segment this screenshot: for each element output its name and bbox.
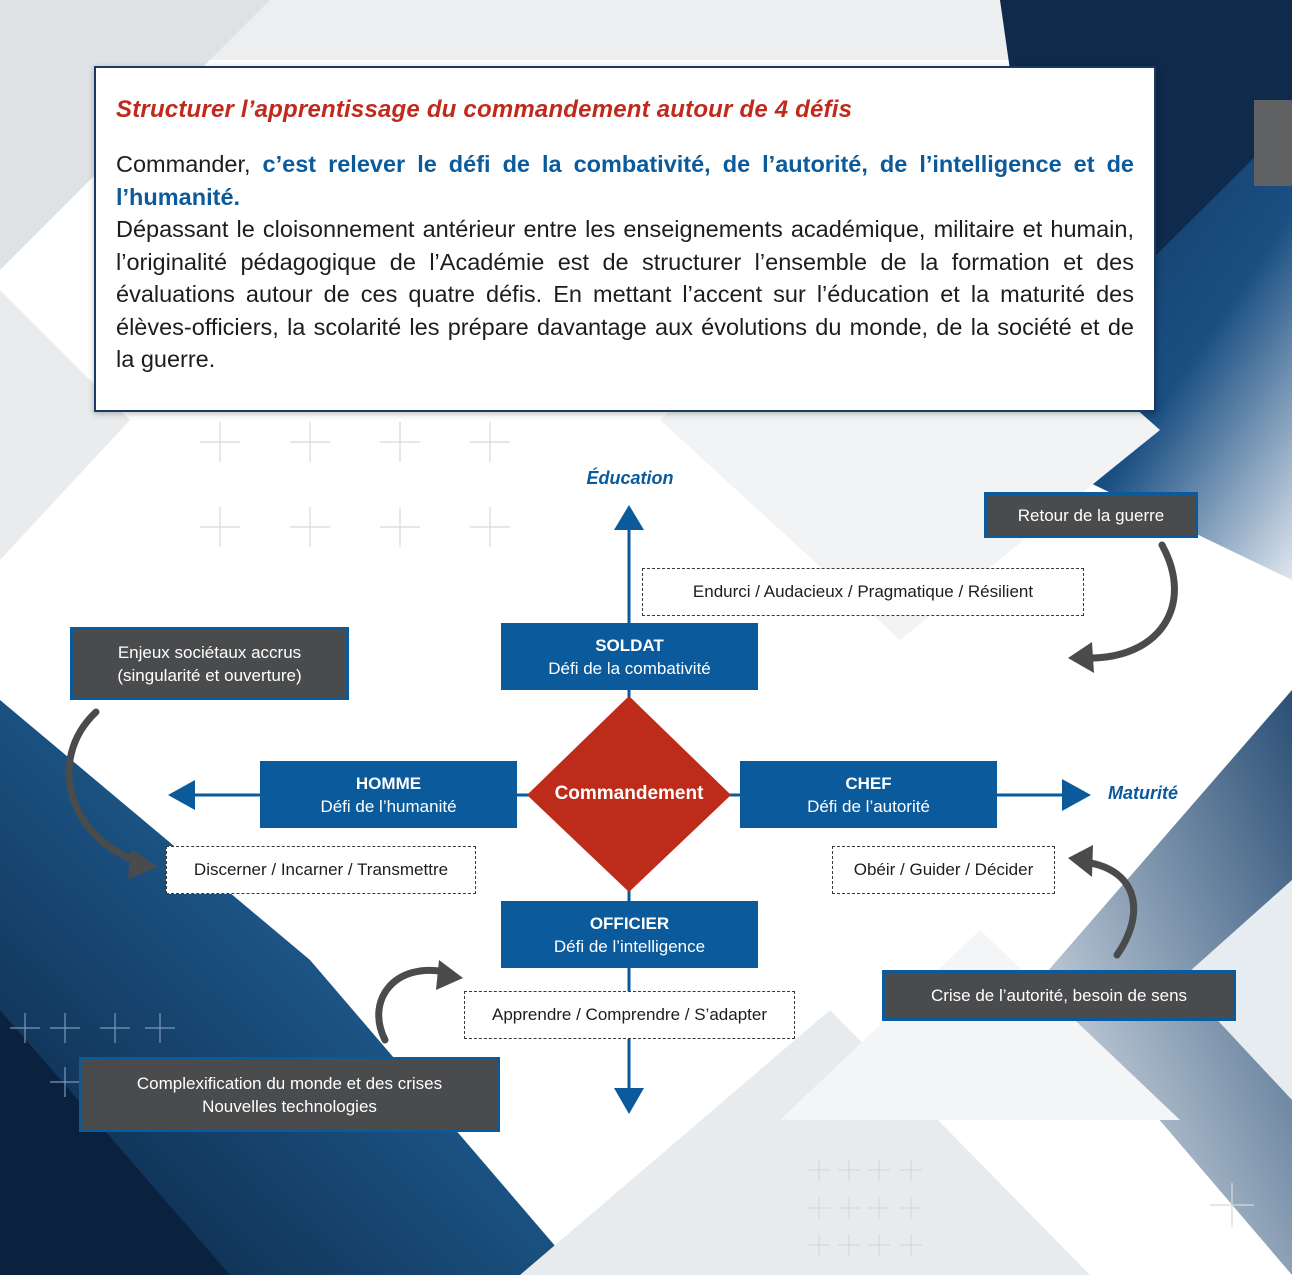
challenge-soldat: SOLDAT Défi de la combativité: [501, 623, 758, 690]
commandement-diamond: [527, 696, 731, 892]
qualities-officier: Apprendre / Comprendre / S’adapter: [464, 991, 795, 1039]
context-complexification: Complexification du monde et des crises …: [79, 1057, 500, 1132]
curve-arrow-crise: [1081, 858, 1138, 959]
intro-body: Dépassant le cloisonnement antérieur ent…: [116, 216, 1134, 372]
intro-panel: Structurer l’apprentissage du commandeme…: [94, 66, 1156, 412]
qualities-homme: Discerner / Incarner / Transmettre: [166, 846, 476, 894]
challenge-officier: OFFICIER Défi de l’intelligence: [501, 901, 758, 968]
context-enjeux: Enjeux sociétaux accrus (singularité et …: [70, 627, 349, 700]
intro-lead: Commander,: [116, 151, 263, 177]
context-enjeux-line2: (singularité et ouverture): [117, 665, 302, 685]
challenge-chef-subtitle: Défi de l’autorité: [807, 796, 930, 816]
curve-arrow-enjeux: [65, 708, 144, 866]
qualities-soldat: Endurci / Audacieux / Pragmatique / Rési…: [642, 568, 1084, 616]
context-retour-guerre: Retour de la guerre: [984, 492, 1198, 538]
arrow-down-icon: [614, 1088, 644, 1114]
challenge-homme: HOMME Défi de l’humanité: [260, 761, 517, 828]
context-enjeux-line1: Enjeux sociétaux accrus: [117, 642, 302, 662]
axis-label-education: Éducation: [586, 468, 674, 488]
axis-label-maturite: Maturité: [1108, 783, 1179, 803]
curve-arrow-complexification: [375, 967, 449, 1044]
challenge-homme-title: HOMME: [355, 773, 422, 793]
challenge-officier-subtitle: Défi de l’intelligence: [553, 936, 706, 956]
arrowhead-complexification-icon: [436, 960, 463, 990]
qualities-chef: Obéir / Guider / Décider: [832, 846, 1055, 894]
challenge-soldat-title: SOLDAT: [595, 635, 664, 655]
context-complexification-line2: Nouvelles technologies: [202, 1096, 377, 1116]
challenge-homme-subtitle: Défi de l’humanité: [320, 796, 457, 816]
curve-arrow-retour: [1081, 541, 1178, 662]
challenge-chef-title: CHEF: [845, 773, 892, 793]
arrow-left-icon: [168, 780, 195, 810]
arrowhead-crise-icon: [1068, 845, 1093, 877]
arrowhead-enjeux-icon: [128, 849, 158, 879]
intro-title: Structurer l’apprentissage du commandeme…: [116, 96, 853, 123]
challenge-chef: CHEF Défi de l’autorité: [740, 761, 997, 828]
context-crise-text: Crise de l’autorité, besoin de sens: [930, 986, 1188, 1005]
intro-paragraph: Commander, c’est relever le défi de la c…: [116, 148, 1134, 376]
context-crise: Crise de l’autorité, besoin de sens: [882, 970, 1236, 1021]
context-retour-guerre-text: Retour de la guerre: [1017, 505, 1165, 525]
challenge-officier-title: OFFICIER: [589, 913, 670, 933]
arrowhead-retour-icon: [1068, 642, 1094, 673]
challenge-soldat-subtitle: Défi de la combativité: [548, 658, 711, 678]
context-complexification-line1: Complexification du monde et des crises: [136, 1073, 443, 1093]
commandement-label: Commandement: [554, 783, 704, 804]
decorative-crosses: [200, 422, 1254, 1256]
arrow-up-icon: [614, 505, 644, 530]
intro-emphasis: c’est relever le défi de la combativité,…: [116, 151, 1134, 210]
arrow-right-icon: [1062, 779, 1091, 811]
